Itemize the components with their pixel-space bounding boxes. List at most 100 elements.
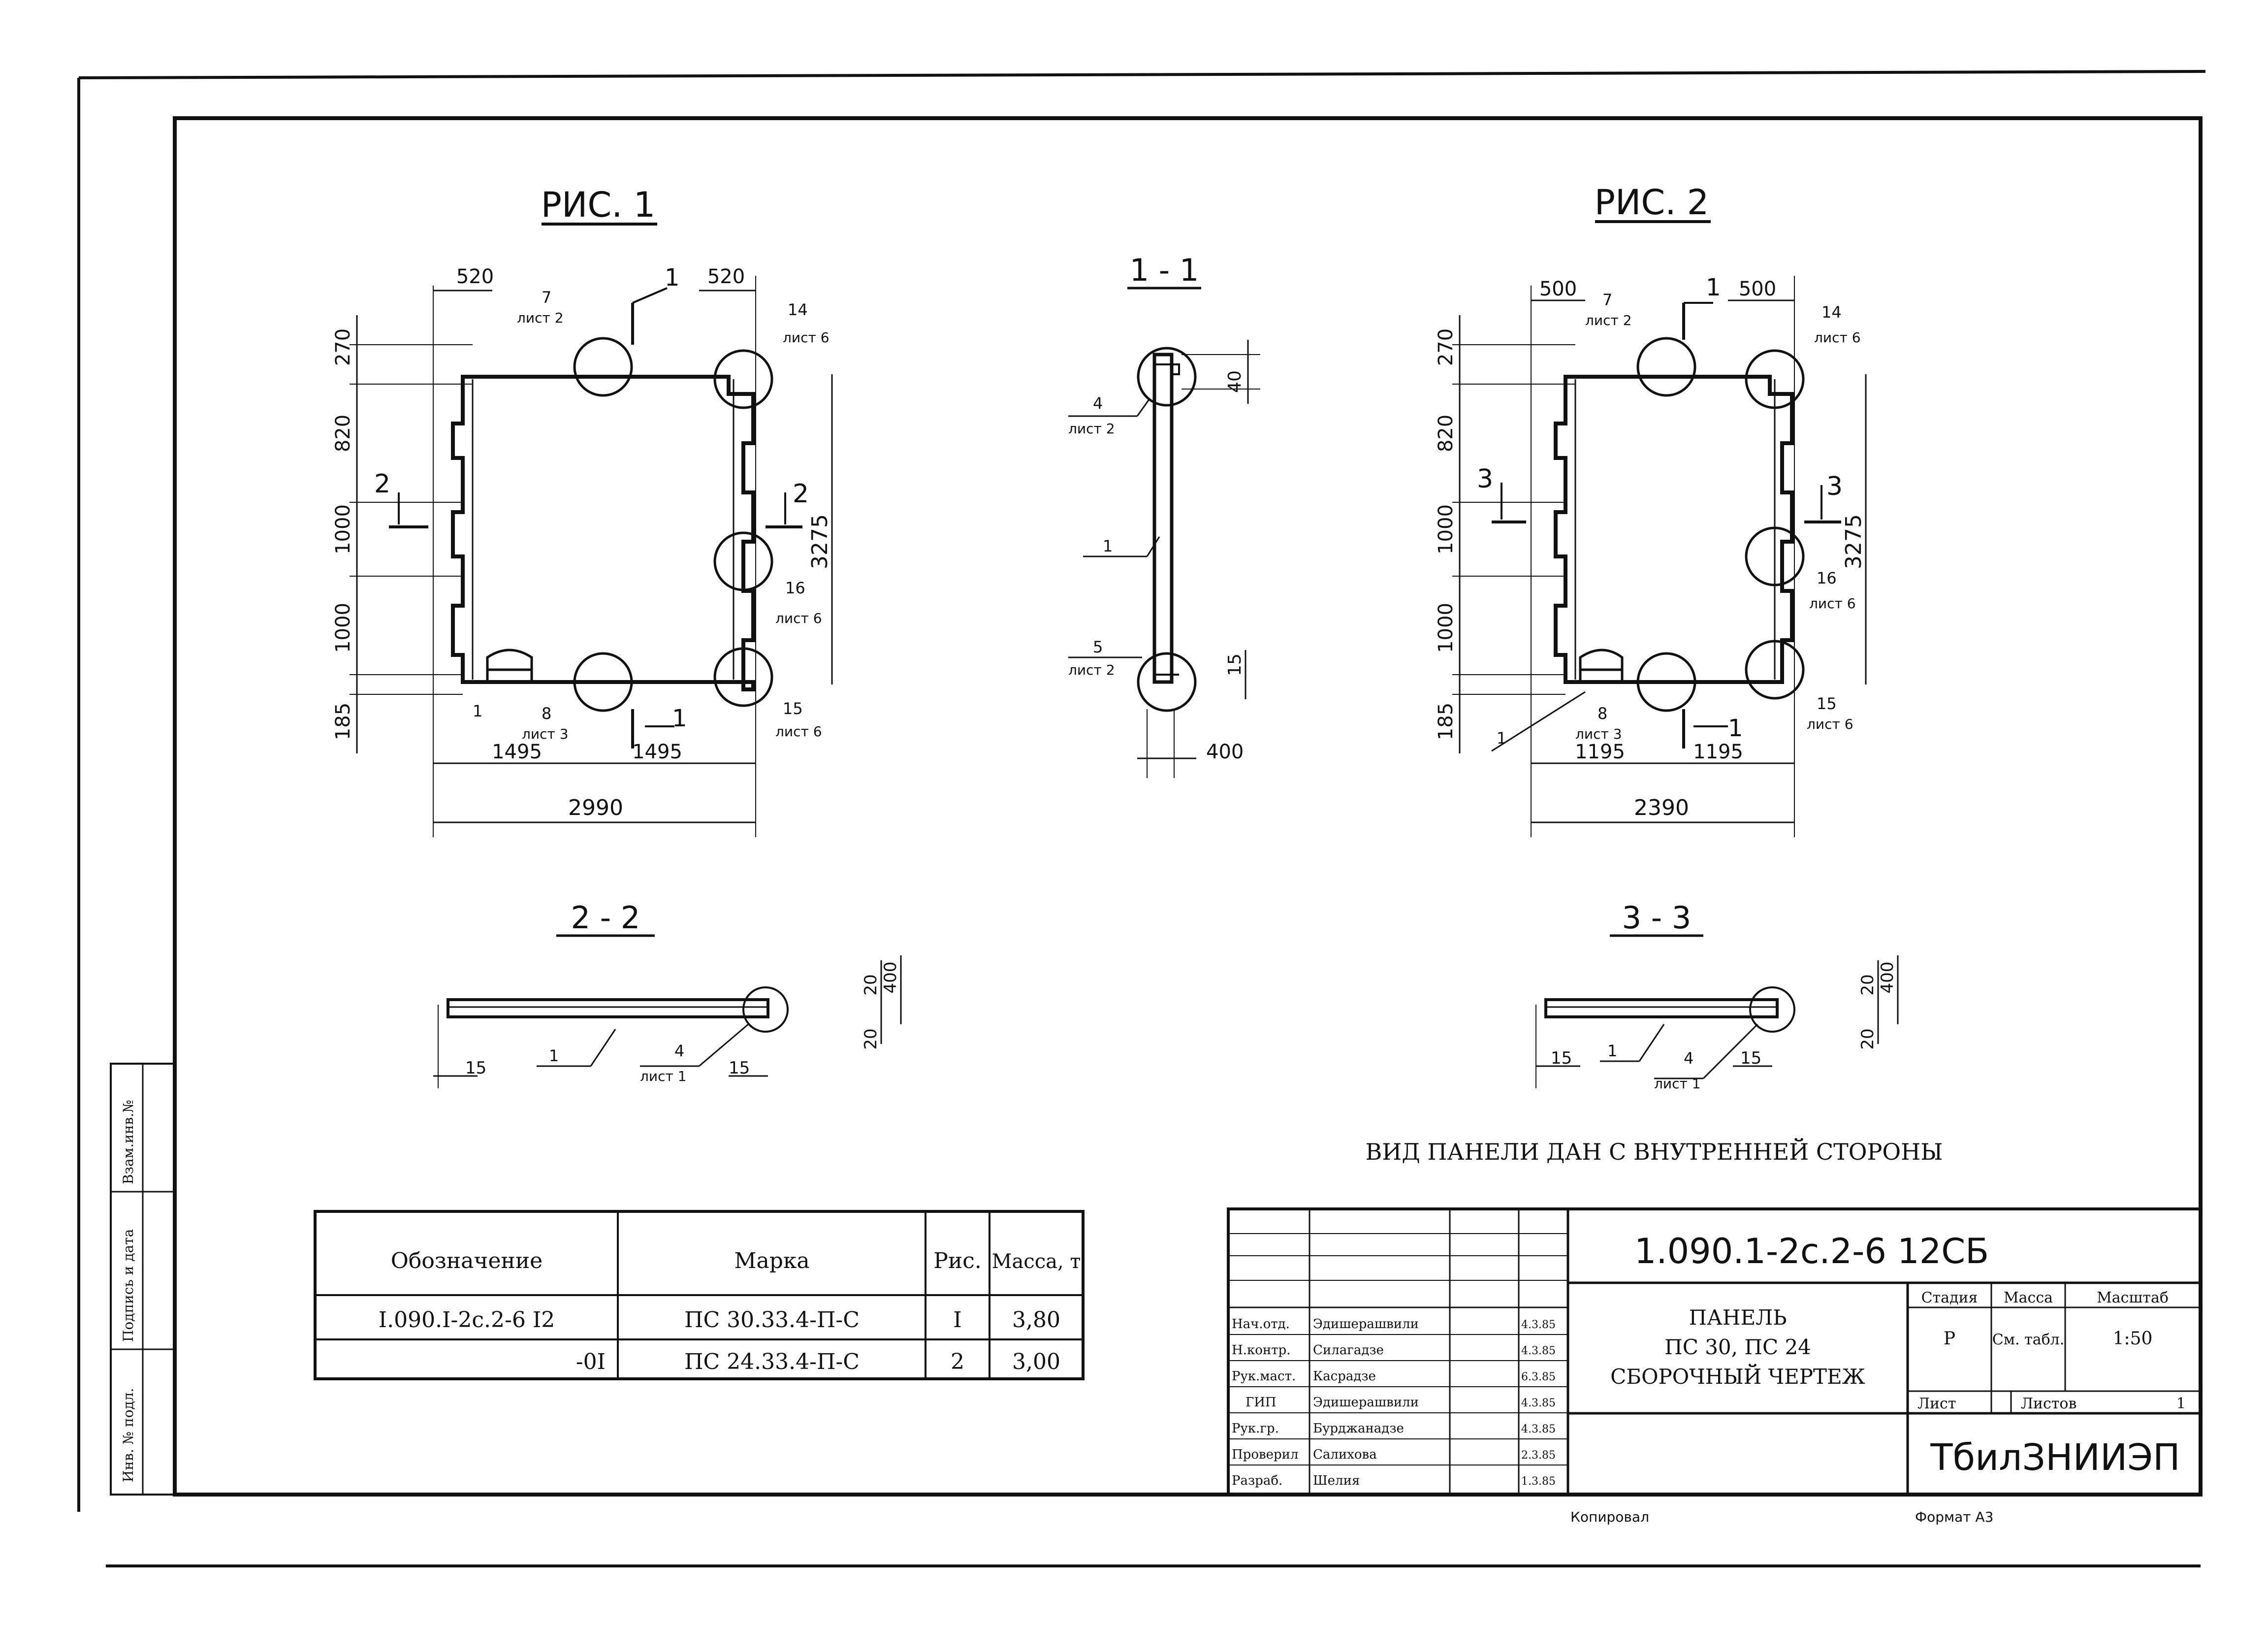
staff-list: Нач.отд. Эдишерашвили 4.3.85 Н.контр. Си… [1228, 1317, 1568, 1488]
table-header-fig: Рис. [933, 1248, 982, 1273]
staff-role: Нач.отд. [1232, 1317, 1290, 1332]
staff-role: Рук.маст. [1232, 1369, 1296, 1384]
section2-mark-1-top: 1 [1706, 274, 1721, 301]
callout2-15-sheet: лист 6 [1807, 716, 1853, 732]
callout2-8: 8 [1597, 704, 1607, 723]
section-3-3-title: 3 - 3 [1622, 900, 1692, 936]
dim-1000a: 1000 [332, 504, 354, 554]
sheets-label: Листов [2021, 1395, 2076, 1412]
title-line-3: СБОРОЧНЫЙ ЧЕРТЕЖ [1610, 1363, 1865, 1389]
dim-520-right: 520 [707, 265, 745, 288]
doc-code: 1.090.1-2c.2-6 12СБ [1634, 1231, 1989, 1271]
staff-name: Салихова [1313, 1447, 1377, 1462]
section-1-1-title: 1 - 1 [1130, 252, 1199, 288]
figure-2: РИС. 2 270 820 1000 1000 185 500 500 327… [1435, 182, 1867, 837]
dim-3-3-20-top: 20 [1858, 974, 1878, 995]
dim-820: 820 [332, 415, 354, 452]
staff-date: 4.3.85 [1521, 1423, 1556, 1435]
callout-1-section: 1 [1103, 537, 1113, 555]
table-header-mark: Марка [734, 1248, 809, 1273]
dim-2-2-15-left: 15 [465, 1058, 486, 1078]
detail-circle-8 [573, 652, 633, 712]
callout-5-sheet: лист 2 [1068, 662, 1115, 678]
callout-4-sheet: лист 2 [1068, 421, 1115, 437]
dim-3-3-20-bottom: 20 [1858, 1028, 1878, 1049]
dim-3275: 3275 [807, 514, 832, 569]
dim-1495-left: 1495 [492, 741, 542, 763]
stage-value: Р [1944, 1329, 1955, 1349]
callout-15: 15 [783, 699, 803, 718]
callout2-7-sheet: лист 2 [1585, 312, 1632, 328]
callout-16-sheet: лист 6 [775, 610, 822, 626]
dim-2-2-400: 400 [881, 962, 900, 994]
callout-2-2-1: 1 [549, 1046, 559, 1065]
callout2-16: 16 [1817, 569, 1837, 587]
dim-15: 15 [1225, 653, 1245, 676]
sheet-label: Лист [1917, 1395, 1956, 1412]
title-line-1: ПАНЕЛЬ [1689, 1305, 1787, 1330]
staff-name: Шелия [1313, 1473, 1360, 1488]
staff-name: Эдишерашвили [1313, 1395, 1419, 1410]
callout-15-sheet: лист 6 [775, 723, 822, 740]
title-block: 1.090.1-2c.2-6 12СБ ПАНЕЛЬ ПС 30, ПС 24 … [1227, 1207, 2202, 1496]
dim-2-2-15-right: 15 [729, 1058, 750, 1078]
callout-8-sheet: лист 3 [522, 726, 569, 742]
table-row-1-designation: I.090.I-2c.2-6 I2 [379, 1307, 555, 1333]
table-row-2-mark: ПС 24.33.4-П-С [684, 1349, 860, 1374]
staff-date: 1.3.85 [1521, 1475, 1556, 1488]
side-stamp: Инв. № подл. Подпись и дата Взам.инв.№ [110, 1063, 176, 1496]
staff-date: 4.3.85 [1521, 1397, 1556, 1409]
view-note: ВИД ПАНЕЛИ ДАН С ВНУТРЕННЕЙ СТОРОНЫ [1365, 1138, 1943, 1165]
section-3-3: 3 - 3 15 15 20 20 400 1 4 лист 1 [1535, 900, 1899, 1092]
mass-value: См. табл. [1992, 1331, 2065, 1348]
callout-8: 8 [542, 704, 551, 723]
stage-header: Стадия [1921, 1289, 1978, 1306]
dim2-3275: 3275 [1841, 514, 1866, 569]
staff-date: 6.3.85 [1521, 1371, 1556, 1383]
section-mark-3-right: 3 [1826, 472, 1843, 501]
table-row-1-mass: 3,80 [1012, 1307, 1060, 1333]
dim-270: 270 [332, 328, 354, 366]
callout2-14: 14 [1821, 303, 1842, 322]
section-mark-1-top: 1 [665, 264, 680, 292]
dim-2-2-20-top: 20 [861, 974, 881, 995]
figure-1: РИС. 1 270 820 1000 1000 185 520 520 3 [332, 185, 833, 837]
callout-14-sheet: лист 6 [783, 329, 830, 346]
footer-copied: Копировал [1570, 1509, 1649, 1525]
staff-role: ГИП [1246, 1395, 1277, 1410]
mass-header: Масса [2004, 1289, 2053, 1306]
dim2-185: 185 [1435, 703, 1457, 740]
callout2-15: 15 [1817, 694, 1837, 713]
section2-mark-1-bottom: 1 [1728, 715, 1743, 742]
title-line-2: ПС 30, ПС 24 [1664, 1335, 1811, 1359]
detail-circle-15 [713, 647, 773, 707]
dim-3-3-15-left: 15 [1551, 1048, 1572, 1068]
staff-date: 4.3.85 [1521, 1319, 1556, 1331]
callout-2-2-4: 4 [674, 1042, 684, 1060]
staff-name: Эдишерашвили [1313, 1317, 1419, 1332]
panel-1-outline [451, 375, 755, 691]
dim-520-left: 520 [456, 265, 494, 288]
callout2-8-sheet: лист 3 [1575, 726, 1622, 742]
staff-role: Проверил [1232, 1447, 1298, 1462]
section-mark-1-bottom: 1 [672, 705, 687, 732]
dim-1000b: 1000 [332, 603, 354, 653]
dim-400: 400 [1206, 741, 1244, 763]
dim-2990: 2990 [568, 795, 623, 820]
spec-table: Обозначение Марка Рис. Масса, т I.090.I-… [314, 1210, 1085, 1380]
footer-format: Формат А3 [1915, 1509, 1993, 1525]
callout-14: 14 [788, 300, 808, 319]
detail-circle-7 [573, 337, 633, 397]
stamp-signature: Подпись и дата [120, 1229, 136, 1342]
panel-2-outline [1554, 375, 1794, 684]
callout-16: 16 [785, 579, 805, 597]
dim-3-3-400: 400 [1878, 962, 1897, 994]
callout-4: 4 [1093, 394, 1103, 413]
section-mark-3-left: 3 [1477, 464, 1493, 494]
dim2-500-right: 500 [1739, 278, 1776, 300]
staff-role: Н.контр. [1232, 1343, 1290, 1358]
section-2-2: 2 - 2 15 15 20 20 400 1 4 лист 1 [433, 900, 902, 1088]
callout-3-3-1: 1 [1607, 1042, 1617, 1060]
sheet-frame [77, 70, 2206, 1567]
staff-name: Бурджанадзе [1313, 1421, 1404, 1436]
